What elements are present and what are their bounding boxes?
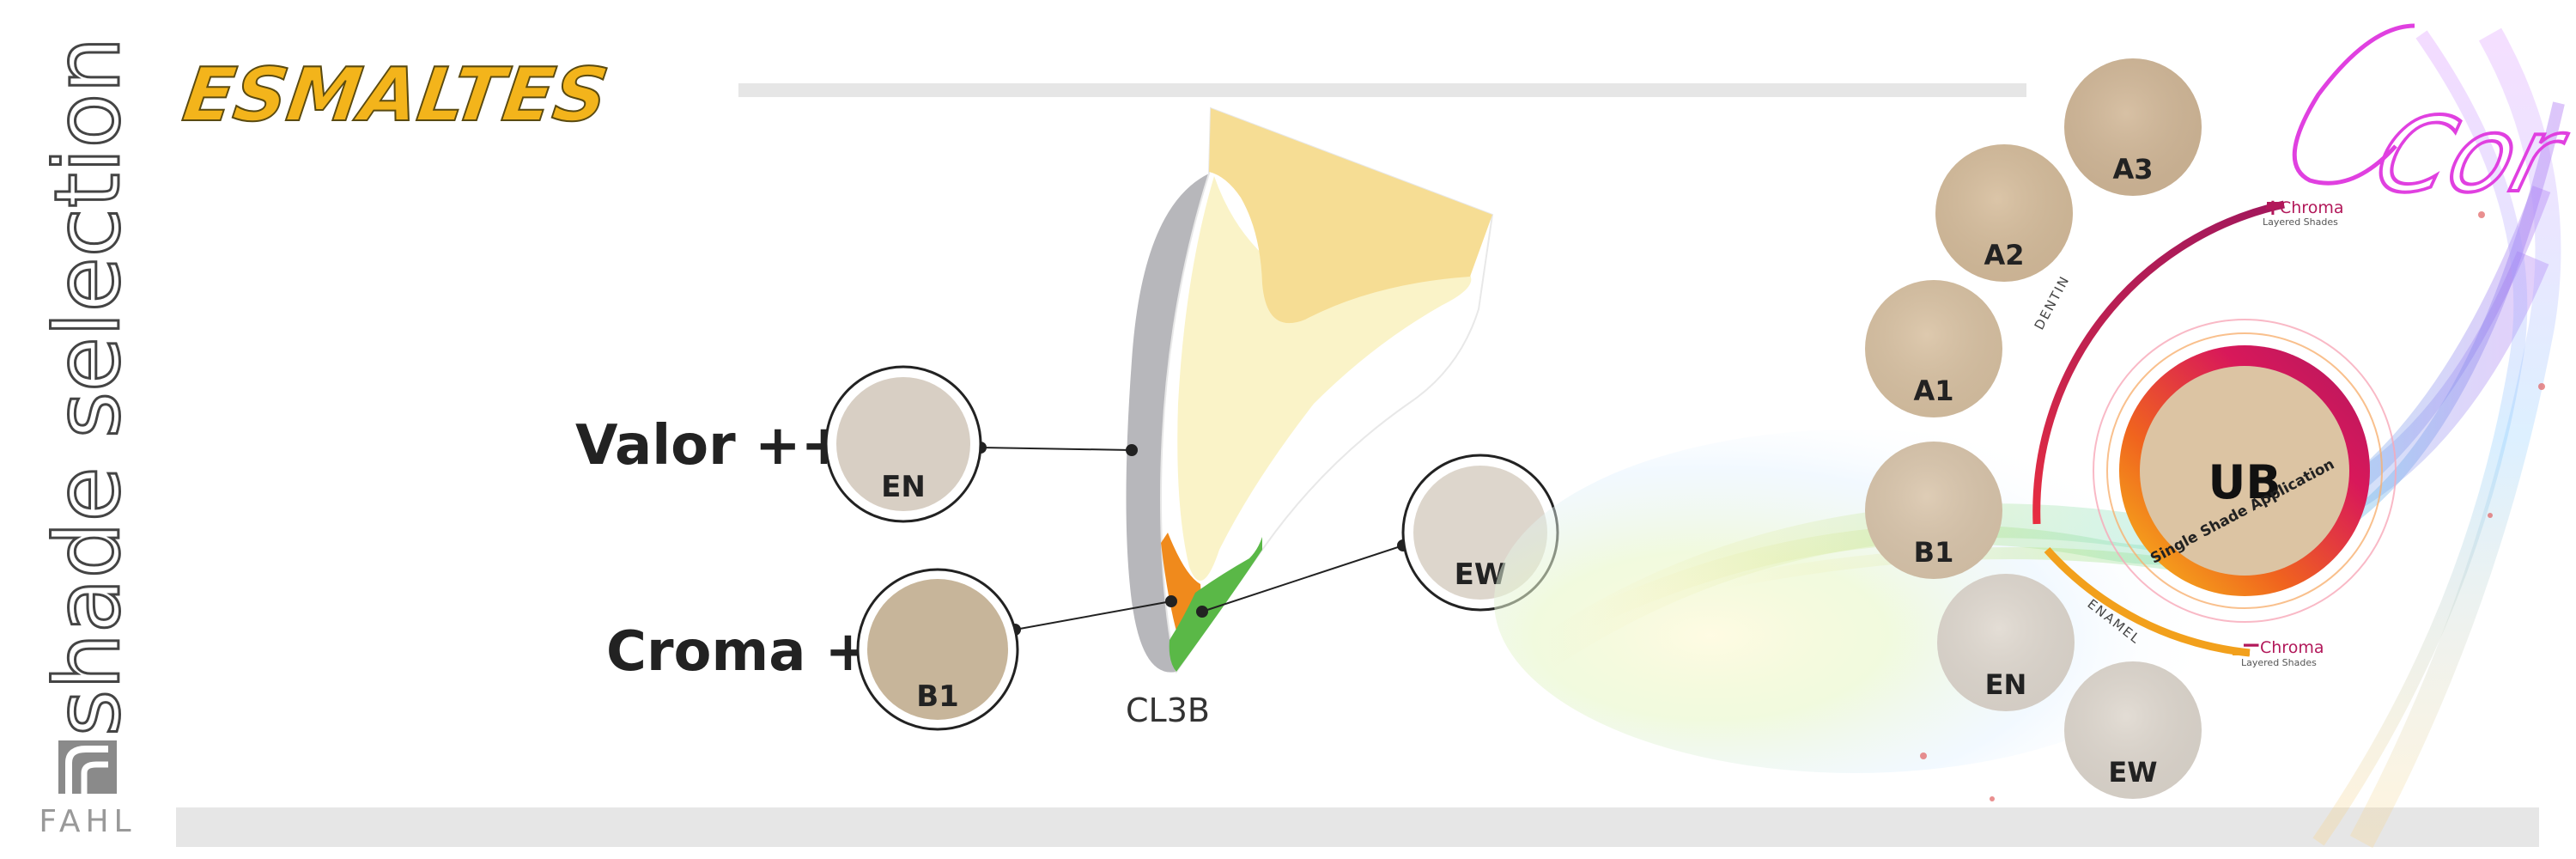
fahl-logo: FAHL — [39, 740, 136, 839]
page-title: ESMALTES — [178, 52, 613, 138]
shade-disc-a3: A3 — [2064, 58, 2202, 196]
svg-text:Layered Shades: Layered Shades — [2263, 216, 2338, 228]
shade-disc-a1: A1 — [1865, 280, 2002, 417]
tooth-label: CL3B — [1126, 691, 1210, 729]
svg-text:EW: EW — [2108, 756, 2157, 789]
cervical-zone — [1209, 108, 1492, 324]
ub-center: UB Single Shade Application — [2093, 319, 2397, 623]
svg-text:EN: EN — [1985, 668, 2027, 701]
green-zone — [1169, 537, 1262, 672]
shade-disc-b1-guide: B1 — [1865, 442, 2002, 579]
svg-text:A1: A1 — [1913, 375, 1953, 407]
svg-text:Chroma: Chroma — [2260, 638, 2324, 657]
plus-chroma-label: + Chroma Layered Shades — [2263, 195, 2343, 228]
svg-text:Chroma: Chroma — [2280, 198, 2343, 217]
cor-brand-text: Cor — [2364, 95, 2576, 216]
dentin-arc-label: DENTIN — [2032, 272, 2073, 332]
logo-text: FAHL — [39, 804, 136, 839]
svg-text:A3: A3 — [2112, 153, 2153, 186]
minus-chroma-label: − Chroma Layered Shades — [2241, 631, 2324, 668]
shade-disc-b1-label: B1 — [916, 679, 959, 714]
shade-disc-ew-guide: EW — [2064, 661, 2202, 799]
shade-disc-en — [836, 377, 970, 511]
shade-guide: DENTIN ENAMEL + Chroma Layered Shades − … — [1865, 58, 2397, 799]
ub-title: UB — [2208, 455, 2281, 509]
tooth-cross-section — [1126, 107, 1494, 674]
svg-text:B1: B1 — [1914, 536, 1954, 569]
labial-enamel-layer — [1126, 174, 1219, 673]
vertical-title: shade selection — [35, 37, 140, 736]
shade-disc-en-label: EN — [881, 470, 926, 504]
svg-text:A2: A2 — [1984, 239, 2024, 271]
enamel-arc — [2044, 546, 2251, 657]
header-divider — [738, 83, 2026, 97]
svg-text:−: − — [2241, 631, 2261, 659]
dentin-arc — [2032, 200, 2285, 525]
callout-croma: Croma + B1 — [606, 568, 1019, 731]
shade-disc-a2: A2 — [1935, 144, 2073, 282]
cor-brand: Cor — [2292, 23, 2576, 216]
dentin-body — [1177, 176, 1472, 581]
shade-disc-en-guide: EN — [1937, 574, 2075, 711]
svg-text:Layered Shades: Layered Shades — [2241, 657, 2317, 668]
callout-valor-label: Valor ++ — [575, 414, 847, 478]
shade-disc-b1 — [867, 579, 1008, 720]
ub-disc — [2140, 366, 2349, 576]
callout-valor: Valor ++ EN — [575, 365, 982, 523]
footer-bar — [176, 807, 2539, 847]
callout-croma-label: Croma + — [606, 620, 871, 684]
svg-text:+: + — [2263, 195, 2282, 221]
